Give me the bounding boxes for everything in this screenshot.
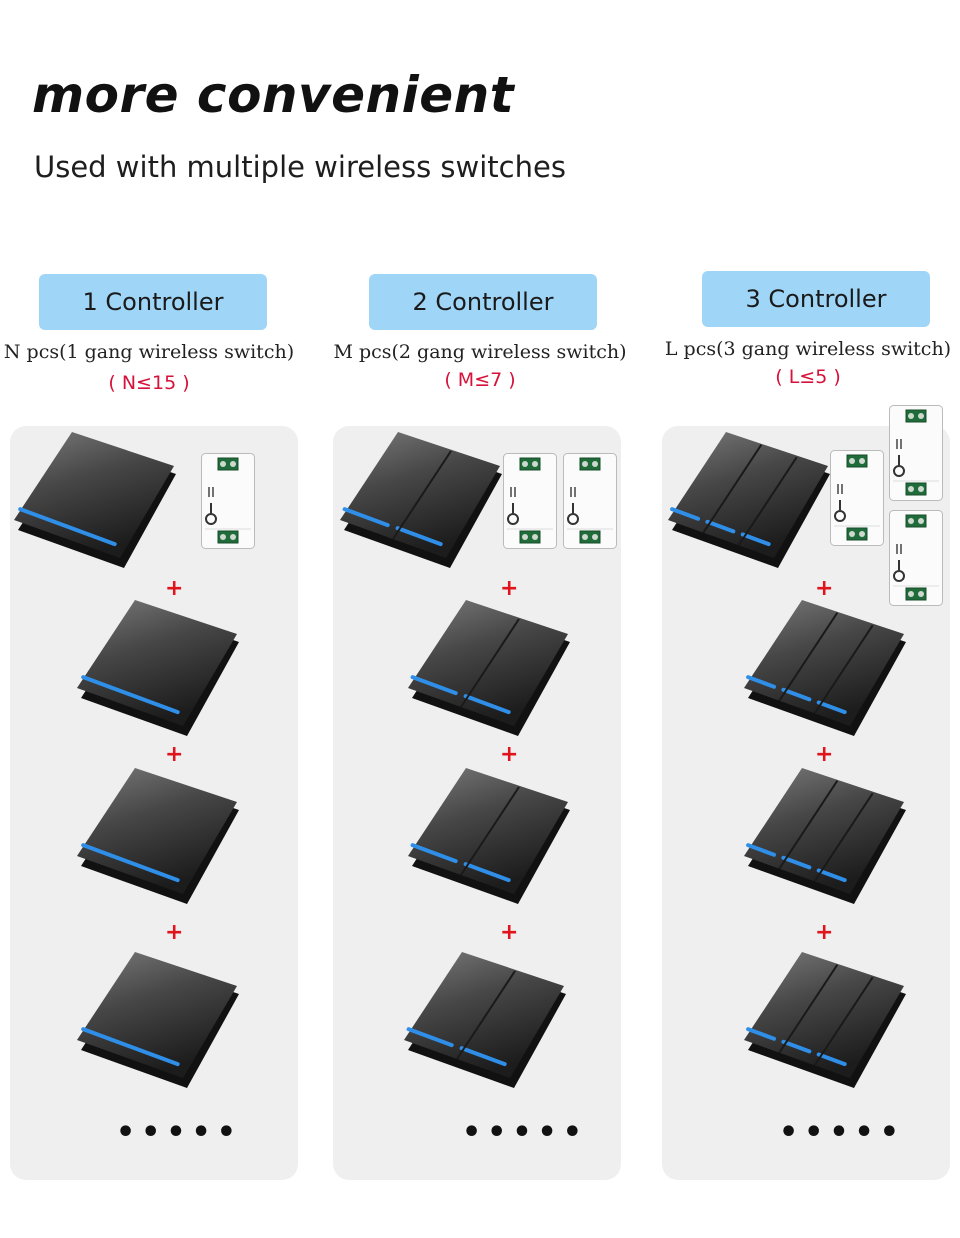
more-indicator: ••••• xyxy=(462,1115,588,1150)
plus-sign: + xyxy=(500,576,519,601)
plus-sign: + xyxy=(165,920,184,945)
wireless-receiver-icon xyxy=(503,453,557,549)
plus-sign: + xyxy=(815,742,834,767)
limit-label-3: ( L≤5 ) xyxy=(775,366,841,388)
controller-badge-3: 3 Controller xyxy=(702,271,930,327)
wall-switch-icon xyxy=(340,432,502,568)
wireless-receiver-icon xyxy=(563,453,617,549)
wall-switch-icon xyxy=(77,768,239,904)
wall-switch-icon xyxy=(77,600,239,736)
wall-switch-icon xyxy=(744,952,906,1088)
wall-switch-icon xyxy=(744,600,906,736)
wall-switch-icon xyxy=(744,768,906,904)
plus-sign: + xyxy=(500,920,519,945)
wall-switch-icon xyxy=(408,600,570,736)
quantity-label-2: M pcs(2 gang wireless switch) xyxy=(333,341,627,363)
wall-switch-icon xyxy=(77,952,239,1088)
wireless-receiver-icon xyxy=(201,453,255,549)
limit-label-1: ( N≤15 ) xyxy=(108,372,190,394)
controller-badge-1: 1 Controller xyxy=(39,274,267,330)
more-indicator: ••••• xyxy=(116,1115,242,1150)
page-subtitle: Used with multiple wireless switches xyxy=(34,150,566,184)
quantity-label-3: L pcs(3 gang wireless switch) xyxy=(664,338,952,360)
wireless-receiver-icon xyxy=(889,405,943,501)
quantity-label-1: N pcs(1 gang wireless switch) xyxy=(3,341,295,363)
wall-switch-icon xyxy=(14,432,176,568)
wireless-receiver-icon xyxy=(889,510,943,606)
plus-sign: + xyxy=(815,920,834,945)
wall-switch-icon xyxy=(408,768,570,904)
wall-switch-icon xyxy=(404,952,566,1088)
plus-sign: + xyxy=(815,576,834,601)
limit-label-2: ( M≤7 ) xyxy=(444,369,516,391)
page-title: more convenient xyxy=(32,66,515,124)
plus-sign: + xyxy=(500,742,519,767)
plus-sign: + xyxy=(165,742,184,767)
wireless-receiver-icon xyxy=(830,450,884,546)
plus-sign: + xyxy=(165,576,184,601)
more-indicator: ••••• xyxy=(779,1115,905,1150)
wall-switch-icon xyxy=(668,432,830,568)
controller-badge-2: 2 Controller xyxy=(369,274,597,330)
